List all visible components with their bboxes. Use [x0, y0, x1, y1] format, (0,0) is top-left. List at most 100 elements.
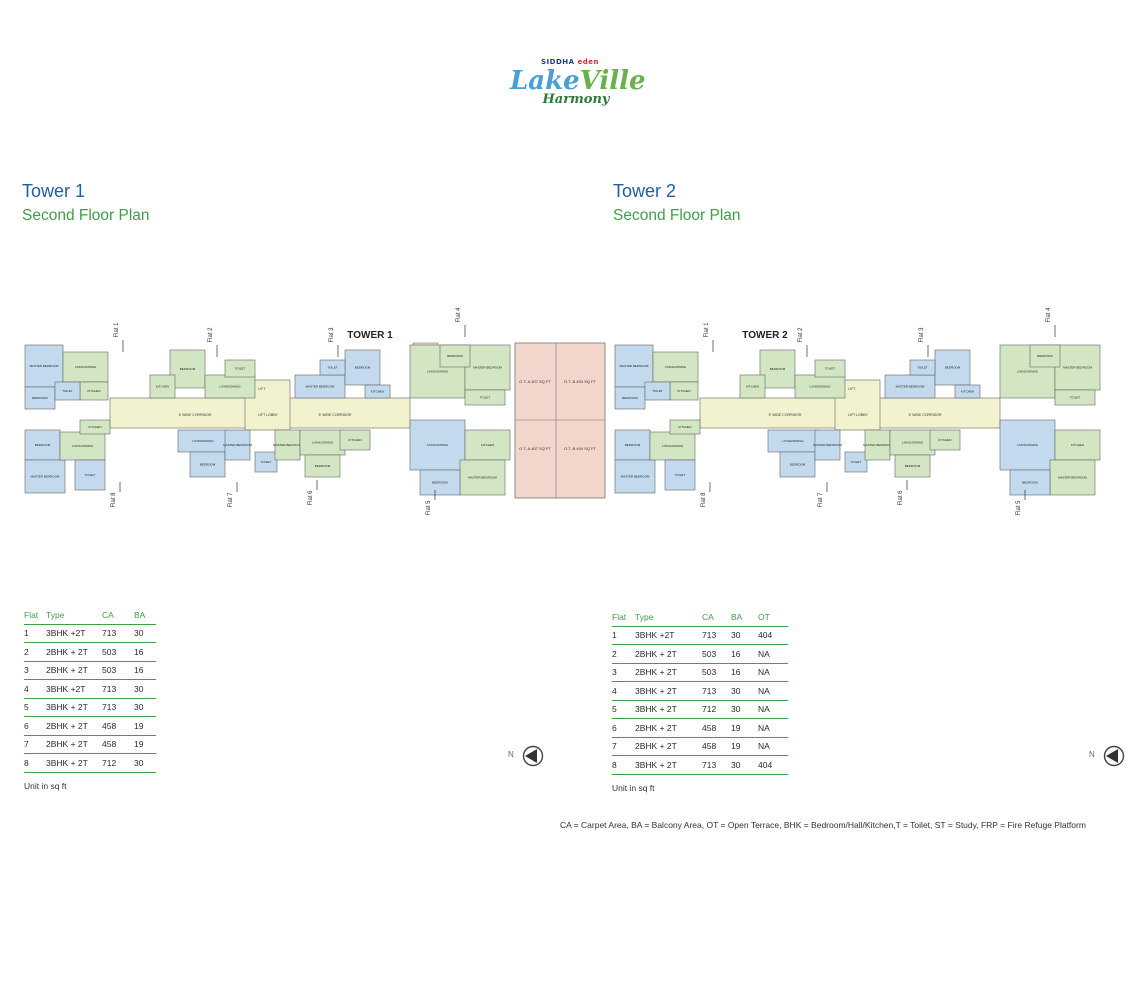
room-label: KITCHEN — [88, 425, 101, 429]
table-cell: 19 — [731, 718, 758, 737]
room-bedroom — [934, 349, 971, 386]
room-living_dining — [62, 351, 109, 383]
flat-callout: Flat 3 — [919, 327, 925, 343]
flat-callout: Flat 1 — [704, 322, 710, 338]
table-cell: 503 — [102, 642, 134, 661]
room-kitchen — [929, 429, 961, 451]
flat-callout: Flat 6 — [308, 490, 314, 506]
room-label: MASTER BEDROOM — [468, 476, 497, 480]
table-cell: 3BHK + 2T — [635, 681, 702, 700]
room-toilet — [224, 359, 256, 378]
table-cell: 16 — [731, 644, 758, 663]
room-master_bedroom — [459, 459, 506, 496]
tower2-title: Tower 2 — [613, 181, 677, 201]
room-toilet — [319, 359, 346, 376]
room-label: MASTER BEDROOM — [620, 364, 649, 368]
flat-callout: Flat 5 — [1016, 500, 1022, 516]
header-ca: CA — [702, 612, 714, 623]
table-cell: NA — [758, 644, 788, 663]
room-master_bedroom — [464, 344, 511, 391]
north-letter: N — [508, 750, 514, 759]
tower1-unit-note: Unit in sq ft — [24, 781, 67, 791]
room-label: TOILET — [327, 366, 338, 370]
room-label: KITCHEN — [746, 385, 759, 389]
lift-lobby-label: LIFT LOBBY — [258, 413, 278, 417]
table-cell: 2 — [24, 642, 46, 661]
flat-callout: Flat 2 — [798, 327, 804, 343]
table-cell: 503 — [702, 662, 731, 682]
tower1-subtitle: Second Floor Plan — [22, 207, 150, 224]
room-master_bedroom — [224, 429, 251, 461]
room-label: BEDROOM — [790, 463, 806, 467]
room-label: MASTER BEDROOM — [273, 443, 302, 447]
table-cell: 30 — [731, 755, 758, 775]
table-cell: 30 — [134, 623, 156, 643]
table-cell: 713 — [102, 623, 134, 643]
table-cell: 2BHK + 2T — [46, 716, 102, 735]
north-arrow-tower1: N — [508, 745, 548, 769]
tower2-unit-note: Unit in sq ft — [612, 783, 655, 793]
corridor-label: 5' WIDE CORRIDOR — [909, 413, 942, 417]
room-label: TOILET — [480, 396, 491, 400]
table-cell: 2BHK + 2T — [46, 734, 102, 754]
room-master_bedroom — [274, 429, 301, 461]
room-label: LIVING/DINING — [312, 441, 334, 445]
flat-callout: Flat 3 — [329, 327, 335, 343]
room-bedroom — [419, 469, 461, 496]
logo-brand: SIDDHA eden — [541, 58, 599, 66]
room-kitchen — [364, 384, 391, 399]
table-cell: 16 — [134, 642, 156, 661]
room-label: MASTER BEDROOM — [1063, 366, 1092, 370]
table-cell: 3BHK + 2T — [635, 755, 702, 775]
room-master_bedroom — [814, 429, 841, 461]
room-label: MASTER BEDROOM — [31, 475, 60, 479]
room-label: MASTER BEDROOM — [813, 443, 842, 447]
room-toilet — [54, 381, 81, 401]
room-label: MASTER BEDROOM — [863, 443, 892, 447]
table-cell: 30 — [134, 679, 156, 698]
floor-plan: O.T.-A 407 SQ FT O.T.-B 404 SQ FT O.T.-A… — [24, 307, 1101, 516]
room-master_bedroom — [1049, 459, 1096, 496]
room-label: LIVING/DINING — [427, 443, 449, 447]
header-type: Type — [635, 612, 654, 623]
table-cell: 2BHK + 2T — [635, 662, 702, 682]
room-toilet — [814, 359, 846, 378]
room-label: BEDROOM — [32, 396, 48, 400]
room-living_dining — [59, 431, 106, 461]
table-cell: 8 — [612, 755, 635, 775]
north-compass-icon — [522, 745, 544, 767]
room-toilet — [464, 389, 506, 406]
corridor-label: 5' WIDE CORRIDOR — [319, 413, 352, 417]
room-label: KITCHEN — [481, 443, 494, 447]
room-bedroom — [304, 454, 341, 478]
table-cell: 3BHK + 2T — [635, 699, 702, 719]
header-type: Type — [46, 610, 65, 621]
room-label: TOILET — [825, 367, 836, 371]
table-header-row: Flat Type CA BA — [24, 610, 156, 624]
room-label: TOILET — [62, 389, 73, 393]
room-label: BEDROOM — [432, 481, 448, 485]
corridor-label: 5' WIDE CORRIDOR — [769, 413, 802, 417]
room-label: BEDROOM — [622, 396, 638, 400]
logo-harmony: Harmony — [542, 92, 610, 107]
room-label: TOILET — [917, 366, 928, 370]
table-cell: 3BHK +2T — [46, 679, 102, 698]
table-cell: 712 — [702, 699, 731, 719]
room-toilet — [909, 359, 936, 376]
table-cell: 458 — [702, 736, 731, 756]
room-label: KITCHEN — [938, 438, 951, 442]
room-label: BEDROOM — [1022, 481, 1038, 485]
table-cell: 713 — [102, 697, 134, 717]
table-cell: 2BHK + 2T — [635, 736, 702, 756]
room-label: KITCHEN — [1071, 443, 1084, 447]
flat-callout: Flat 7 — [818, 492, 824, 508]
table-cell: 16 — [731, 662, 758, 682]
table-cell: 2BHK + 2T — [46, 642, 102, 661]
table-cell: 458 — [102, 716, 134, 735]
